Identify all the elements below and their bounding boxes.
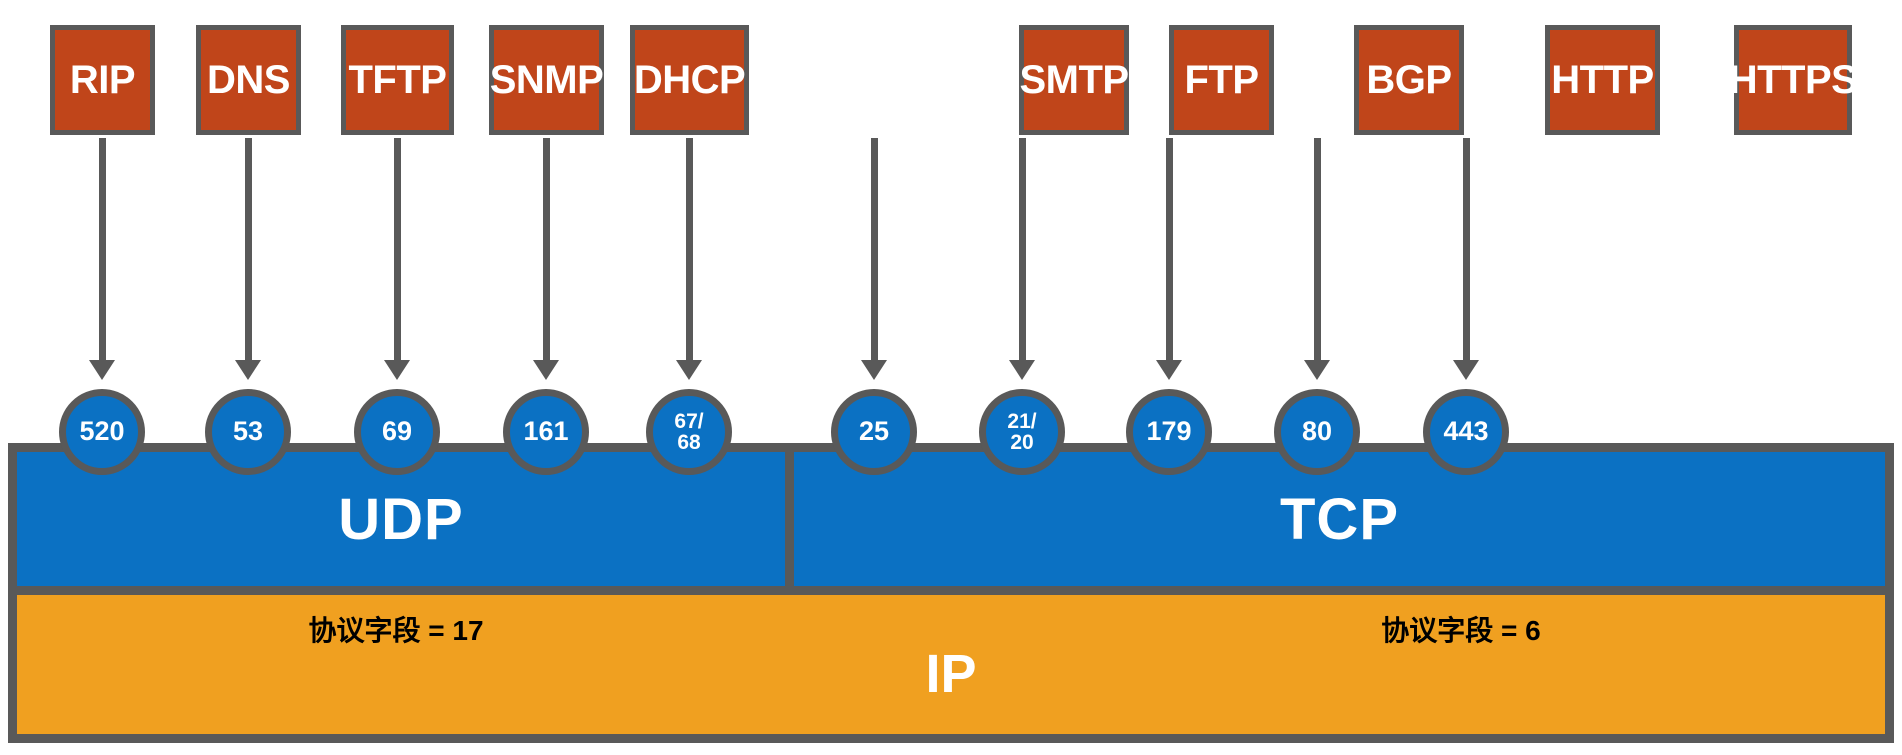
port-number-line1: 21/ [1007,409,1037,433]
port-number-line1: 520 [79,416,125,447]
port-number-line2: 68 [677,431,701,454]
protocol-box-rip[interactable]: RIP [50,25,155,135]
protocol-field-udp: 协议字段 = 17 [308,615,484,646]
tcp-label: TCP [1280,486,1399,552]
port-number-line1: 179 [1146,416,1192,447]
port-number-line1: 25 [858,416,890,447]
ip-band[interactable]: 协议字段 = 17 协议字段 = 6 IP [17,595,1885,734]
protocol-box-dhcp[interactable]: DHCP [630,25,749,135]
port-number-line1: 80 [1301,416,1333,447]
transport-network-divider [17,586,1885,595]
port-circle-69[interactable]: 69 [354,389,440,475]
protocol-box-tftp[interactable]: TFTP [341,25,454,135]
port-circle-443[interactable]: 443 [1423,389,1509,475]
port-number-line1: 161 [523,416,569,447]
protocol-box-smtp[interactable]: SMTP [1019,25,1129,135]
transport-and-network-bands: UDP TCP 协议字段 = 17 协议字段 = 6 IP [8,443,1894,743]
transport-layer-row: UDP TCP [17,452,1885,586]
udp-tcp-divider [785,452,794,586]
port-circle-161[interactable]: 161 [503,389,589,475]
port-number-line1: 69 [381,416,413,447]
protocol-box-dns[interactable]: DNS [196,25,301,135]
protocol-box-snmp[interactable]: SNMP [489,25,604,135]
port-number-line1: 53 [232,416,264,447]
protocol-box-https[interactable]: HTTPS [1729,25,1858,135]
port-number-line2: 20 [1010,431,1034,454]
ip-label: IP [925,644,977,704]
port-circle-179[interactable]: 179 [1126,389,1212,475]
port-number-line1: 443 [1443,416,1489,447]
protocol-box-http[interactable]: HTTP [1545,25,1660,135]
port-circle-67-68[interactable]: 67/ 68 [646,389,732,475]
port-number-line1: 67/ [674,409,704,433]
udp-label: UDP [338,486,464,552]
port-circle-25[interactable]: 25 [831,389,917,475]
port-circle-21-20[interactable]: 21/ 20 [979,389,1065,475]
protocol-box-bgp[interactable]: BGP [1354,25,1464,135]
protocol-box-ftp[interactable]: FTP [1169,25,1274,135]
port-circle-80[interactable]: 80 [1274,389,1360,475]
protocol-field-tcp: 协议字段 = 6 [1381,615,1541,646]
tcp-band[interactable]: TCP [794,452,1885,586]
port-circle-53[interactable]: 53 [205,389,291,475]
port-circle-520[interactable]: 520 [59,389,145,475]
